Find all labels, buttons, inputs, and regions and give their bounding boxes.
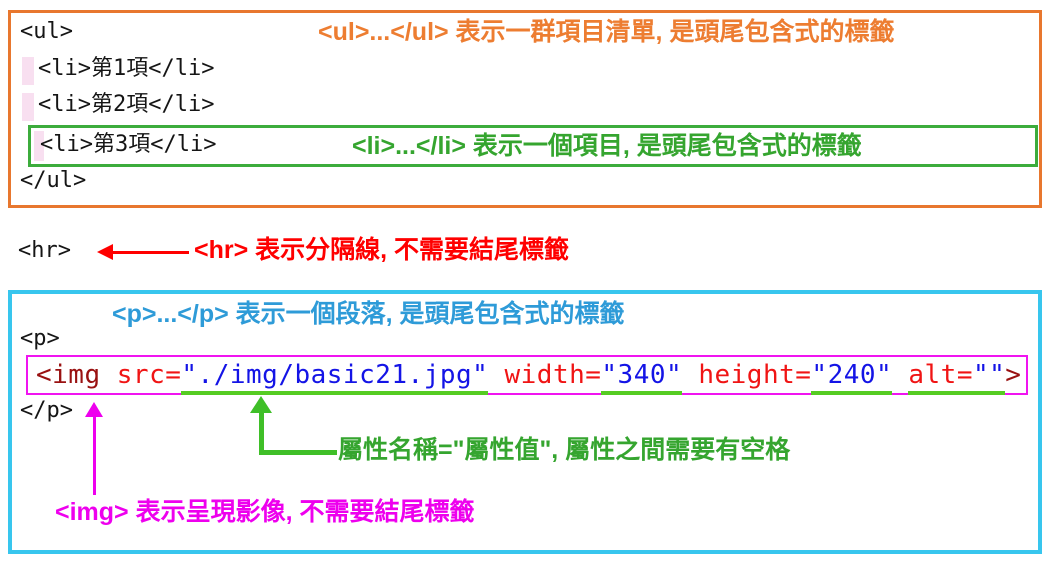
img-tag-highlight-box: <img src="./img/basic21.jpg" width="340"…: [26, 355, 1028, 395]
attr-arrow-horizontal-line: [259, 450, 337, 455]
li-item-code-2: <li>第2項</li>: [38, 92, 215, 117]
p-code-panel: <p>...</p> 表示一個段落, 是頭尾包含式的標籤 <p> <img sr…: [8, 290, 1042, 554]
attr-annotation: 屬性名稱="屬性值", 屬性之間需要有空格: [338, 436, 791, 464]
width-attr-name-token: width=: [504, 360, 602, 390]
indent-highlight: [22, 57, 34, 85]
indent-highlight: [34, 131, 44, 161]
indent-highlight: [22, 93, 34, 121]
alt-attr-name-token: alt=: [908, 360, 973, 390]
space-token: [488, 360, 504, 390]
ul-open-tag-code: <ul>: [20, 19, 73, 44]
space-token: [892, 360, 908, 390]
hr-pointer-arrow: [97, 244, 189, 260]
img-code-line: <img src="./img/basic21.jpg" width="340"…: [36, 360, 1022, 395]
ul-close-tag-code: </ul>: [20, 168, 87, 193]
alt-attr-value-token: "": [972, 360, 1006, 390]
p-open-tag-code: <p>: [20, 326, 60, 351]
space-token: [682, 360, 698, 390]
li-item-code-1: <li>第1項</li>: [38, 56, 215, 81]
li-highlight-box: <li>第3項</li> <li>...</li> 表示一個項目, 是頭尾包含式…: [28, 125, 1038, 167]
img-close-bracket-token: >: [1005, 360, 1022, 390]
up-arrowhead-icon: [250, 396, 272, 413]
p-annotation: <p>...</p> 表示一個段落, 是頭尾包含式的標籤: [112, 300, 625, 328]
arrow-line: [92, 417, 96, 495]
ul-code-panel: <ul> <ul>...</ul> 表示一群項目清單, 是頭尾包含式的標籤 <l…: [8, 10, 1042, 208]
ul-annotation: <ul>...</ul> 表示一群項目清單, 是頭尾包含式的標籤: [318, 18, 895, 46]
height-attr-value-token: "240": [811, 360, 893, 395]
p-close-tag-code: </p>: [20, 398, 73, 423]
left-arrowhead-icon: [97, 244, 113, 260]
li-item-code-3: <li>第3項</li>: [40, 132, 217, 157]
img-pointer-arrow: [85, 402, 103, 495]
hr-annotation: <hr> 表示分隔線, 不需要結尾標籤: [194, 236, 570, 264]
up-arrowhead-icon: [85, 402, 103, 417]
width-attr-value-token: "340": [601, 360, 683, 395]
src-attr-value-token: "./img/basic21.jpg": [181, 360, 489, 395]
img-annotation: <img> 表示呈現影像, 不需要結尾標籤: [55, 498, 475, 526]
alt-attr-group: alt="": [908, 360, 1006, 395]
arrow-line: [113, 250, 189, 254]
height-attr-name-token: height=: [698, 360, 812, 390]
attr-arrow-vertical-line: [259, 411, 264, 455]
li-annotation: <li>...</li> 表示一個項目, 是頭尾包含式的標籤: [352, 132, 862, 160]
img-open-tag-token: <img: [36, 360, 117, 390]
hr-code: <hr>: [18, 238, 71, 263]
src-attr-name-token: src=: [116, 360, 182, 390]
